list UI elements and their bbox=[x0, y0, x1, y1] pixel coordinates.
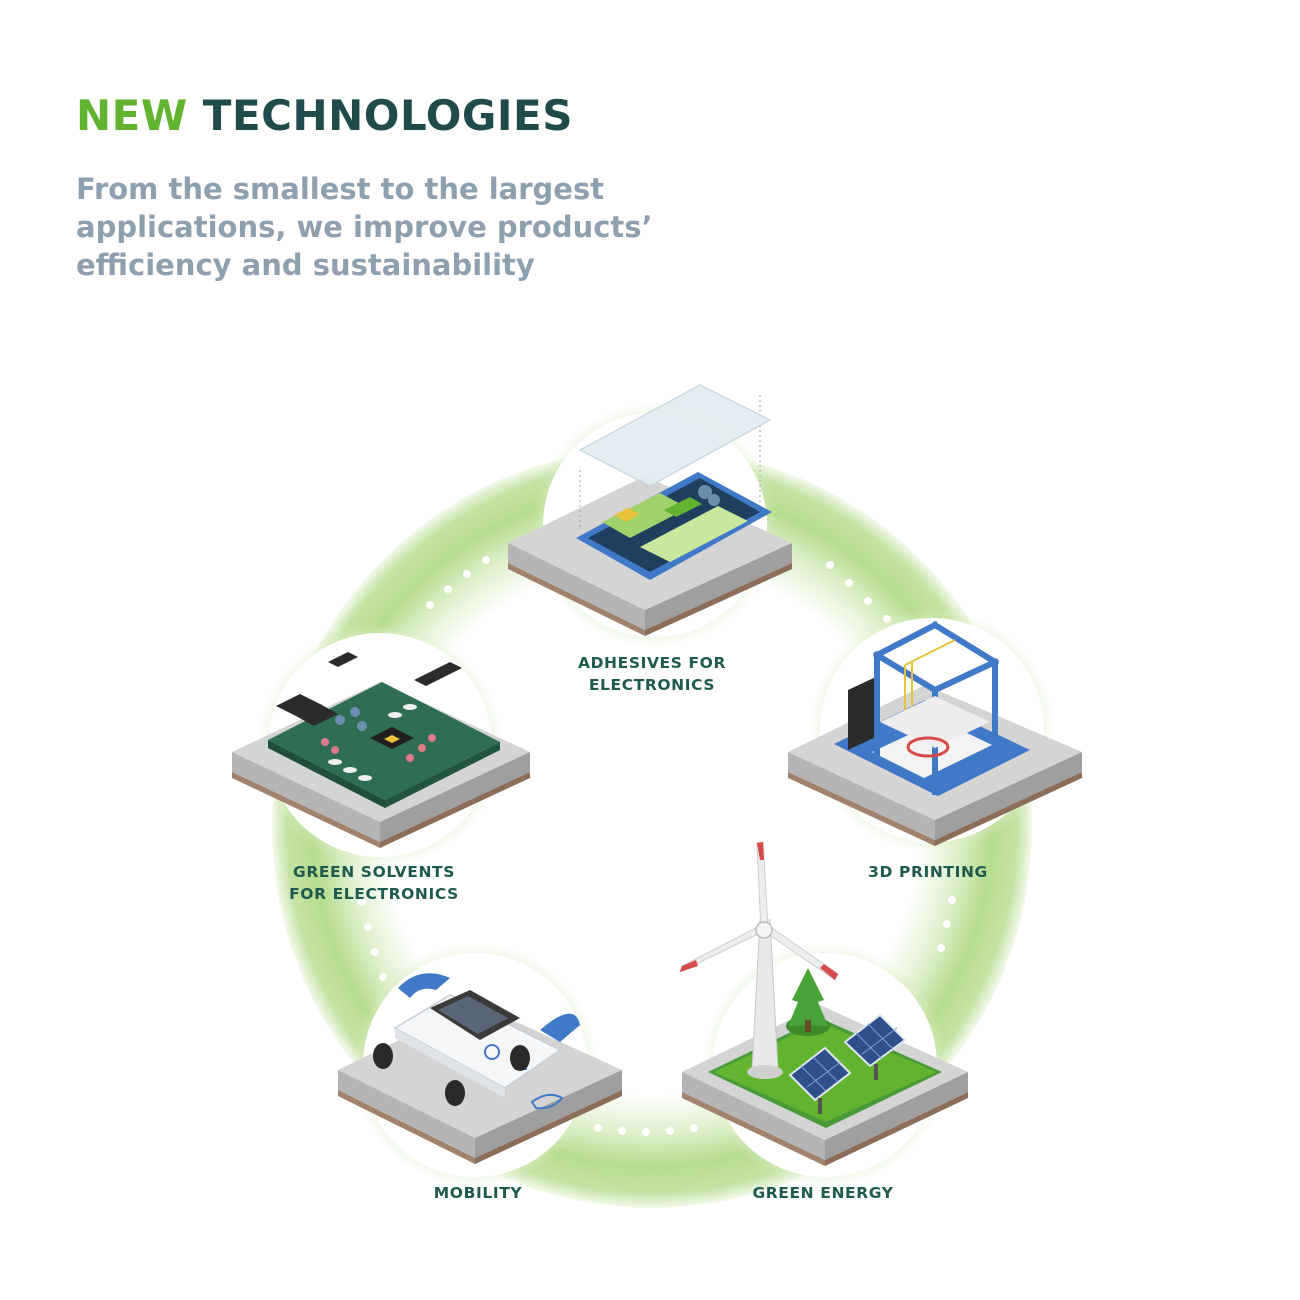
node-solvents bbox=[232, 623, 530, 867]
label-mobility: MOBILITY bbox=[398, 1182, 558, 1204]
subtitle-line: efficiency and sustainability bbox=[76, 248, 535, 282]
car-icon bbox=[338, 973, 622, 1164]
label-adhesives: ADHESIVES FOR ELECTRONICS bbox=[552, 652, 752, 696]
circuit-board-icon bbox=[232, 652, 530, 848]
label-adhesives-line: ADHESIVES FOR bbox=[578, 654, 726, 672]
subtitle-line: From the smallest to the largest bbox=[76, 172, 605, 206]
label-solvents: GREEN SOLVENTS FOR ELECTRONICS bbox=[264, 861, 484, 905]
label-printing-line: 3D PRINTING bbox=[868, 863, 988, 881]
title-accent: NEW bbox=[76, 91, 188, 140]
label-printing: 3D PRINTING bbox=[838, 861, 1018, 883]
label-solvents-line: FOR ELECTRONICS bbox=[289, 885, 459, 903]
label-mobility-line: MOBILITY bbox=[433, 1184, 523, 1202]
label-energy-line: GREEN ENERGY bbox=[752, 1184, 894, 1202]
page-subtitle: From the smallest to the largest applica… bbox=[76, 170, 796, 284]
label-adhesives-line: ELECTRONICS bbox=[588, 676, 716, 694]
3d-printer-icon bbox=[788, 620, 1082, 846]
label-solvents-line: GREEN SOLVENTS bbox=[293, 863, 455, 881]
node-printing bbox=[788, 608, 1082, 852]
smartphone-adhesive-icon bbox=[508, 384, 792, 636]
page-title: NEW TECHNOLOGIES bbox=[76, 86, 573, 146]
label-energy: GREEN ENERGY bbox=[723, 1182, 923, 1204]
node-adhesives bbox=[508, 384, 792, 647]
subtitle-line: applications, we improve products’ bbox=[76, 210, 653, 244]
title-main: TECHNOLOGIES bbox=[202, 91, 573, 140]
node-mobility bbox=[338, 943, 622, 1187]
wind-solar-icon bbox=[679, 841, 968, 1166]
node-energy bbox=[679, 841, 968, 1187]
